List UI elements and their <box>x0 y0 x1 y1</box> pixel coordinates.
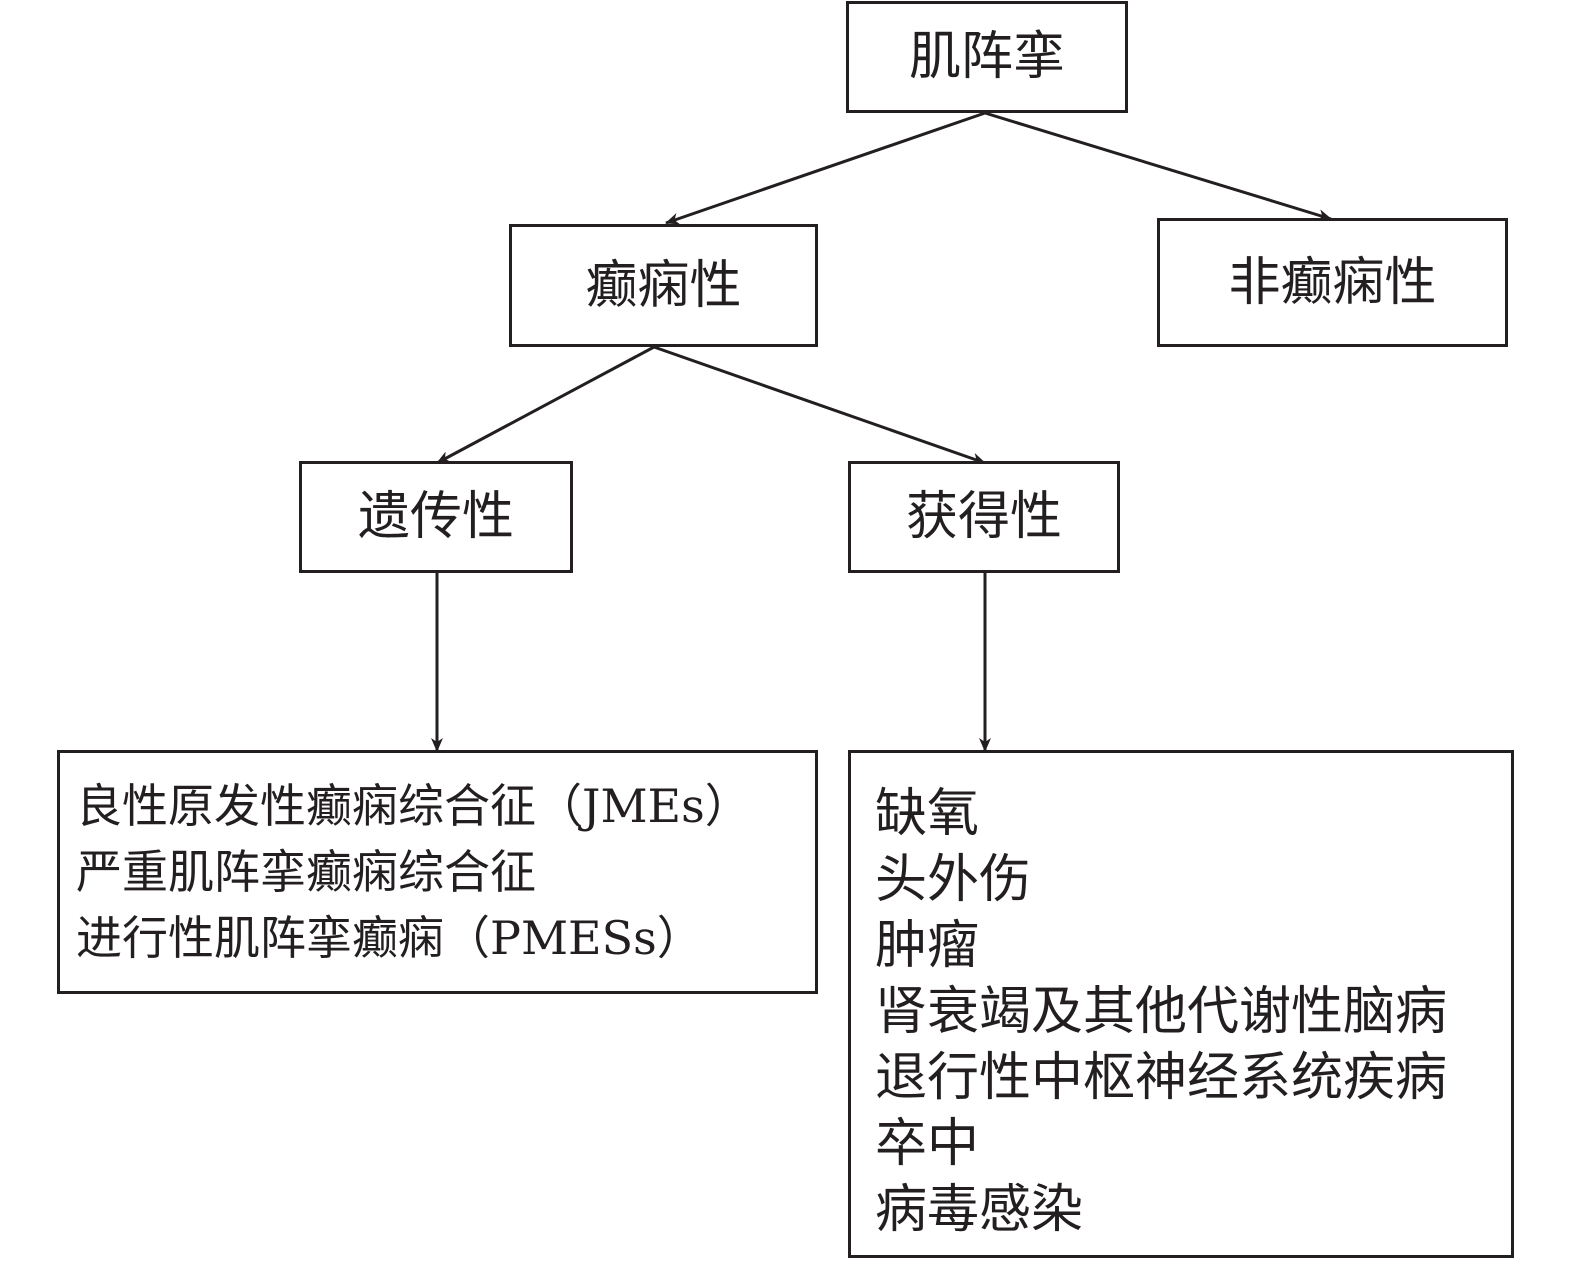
node-myoclonus: 肌阵挛 <box>846 1 1128 113</box>
acquired-cause-item: 病毒感染 <box>875 1180 1084 1240</box>
acquired-cause-item: 肿瘤 <box>875 916 980 976</box>
node-epileptic-label: 癫痫性 <box>585 255 742 316</box>
arrow-epileptic-to-hereditary <box>436 345 655 465</box>
arrow-root-to-epileptic <box>665 111 986 225</box>
acquired-cause-item: 卒中 <box>875 1114 980 1174</box>
node-acquired-label: 获得性 <box>905 487 1062 547</box>
acquired-cause-item: 缺氧 <box>875 784 980 844</box>
acquired-causes-box: 缺氧 头外伤 肿瘤 肾衰竭及其他代谢性脑病 退行性中枢神经系统疾病 卒中 病毒感… <box>848 750 1514 1258</box>
acquired-cause-item: 肾衰竭及其他代谢性脑病 <box>875 982 1448 1042</box>
hereditary-causes-box: 良性原发性癫痫综合征（JMEs） 严重肌阵挛癫痫综合征 进行性肌阵挛癫痫（PME… <box>57 750 818 994</box>
node-non-epileptic-label: 非癫痫性 <box>1228 252 1437 313</box>
node-acquired: 获得性 <box>848 461 1120 573</box>
node-epileptic: 癫痫性 <box>509 224 818 347</box>
acquired-cause-item: 退行性中枢神经系统疾病 <box>875 1048 1448 1108</box>
arrow-epileptic-to-acquired <box>653 345 986 465</box>
node-hereditary: 遗传性 <box>299 461 573 573</box>
node-myoclonus-label: 肌阵挛 <box>908 27 1065 87</box>
node-non-epileptic: 非癫痫性 <box>1157 218 1508 347</box>
acquired-cause-item: 头外伤 <box>875 850 1032 910</box>
arrow-root-to-non-epileptic <box>984 111 1332 221</box>
hereditary-cause-item: 进行性肌阵挛癫痫（PMESs） <box>76 911 703 965</box>
hereditary-cause-item: 严重肌阵挛癫痫综合征 <box>76 845 536 899</box>
hereditary-cause-item: 良性原发性癫痫综合征（JMEs） <box>76 779 751 833</box>
node-hereditary-label: 遗传性 <box>357 487 514 547</box>
